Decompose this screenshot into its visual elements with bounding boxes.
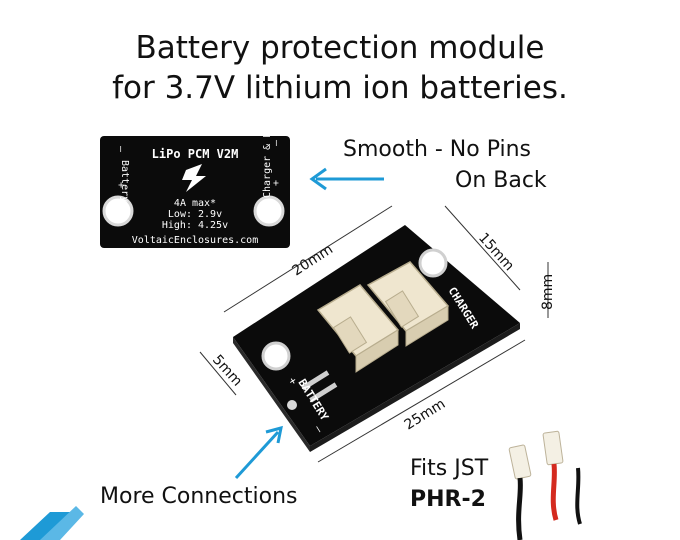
back-board-charger-label: Charger & Load <box>262 114 273 198</box>
back-board-brand: VoltaicEnclosures.com <box>132 235 258 246</box>
fits-jst-line-2: PHR-2 <box>410 487 486 512</box>
back-board-title: LiPo PCM V2M <box>152 147 239 161</box>
fits-jst-line-1: Fits JST <box>410 456 489 481</box>
back-board-spec-1: 4A max* <box>174 198 216 209</box>
smooth-callout-line-2: On Back <box>455 168 547 193</box>
back-board-spec-3: High: 4.25v <box>162 220 228 231</box>
back-board-pcb <box>100 136 290 248</box>
back-board-minus-left: – <box>115 146 126 153</box>
back-board-minus-right: – <box>271 139 282 146</box>
lightning-logo-icon <box>182 164 206 192</box>
page-title: Battery protection module for 3.7V lithi… <box>0 28 680 108</box>
jst-connector-1 <box>316 284 400 373</box>
title-line-1: Battery protection module <box>135 30 545 66</box>
back-mount-hole-left <box>102 195 134 227</box>
back-board-spec-2: Low: 2.9v <box>168 209 222 220</box>
jst-connector-2 <box>366 261 450 347</box>
jst-plug-illustration <box>508 430 582 540</box>
more-connections-callout: More Connections <box>100 484 298 509</box>
arrow-smooth-icon <box>309 167 384 191</box>
dimension-height: 8mm <box>540 274 556 310</box>
smooth-callout-line-1: Smooth - No Pins <box>343 137 532 162</box>
dimension-bottom: 25mm <box>402 396 449 433</box>
dimension-lines <box>199 205 549 463</box>
back-board: LiPo PCM V2M – Battery + – Charger & Loa… <box>100 114 290 248</box>
front-board: CHARGER BATTERY + – <box>233 225 520 452</box>
back-board-plus-left: + <box>115 182 126 188</box>
back-board-battery-label: Battery <box>119 160 130 202</box>
back-mount-hole-right <box>253 195 285 227</box>
arrow-connections-icon <box>234 425 283 480</box>
front-mount-hole-left <box>261 341 291 371</box>
back-board-plus-right: + <box>271 180 282 186</box>
dimension-right-edge: 15mm <box>475 230 517 274</box>
dimension-top: 20mm <box>289 241 336 279</box>
front-mount-hole-right <box>418 248 448 278</box>
brand-logo-icon <box>20 506 84 540</box>
title-line-2: for 3.7V lithium ion batteries. <box>112 70 568 106</box>
